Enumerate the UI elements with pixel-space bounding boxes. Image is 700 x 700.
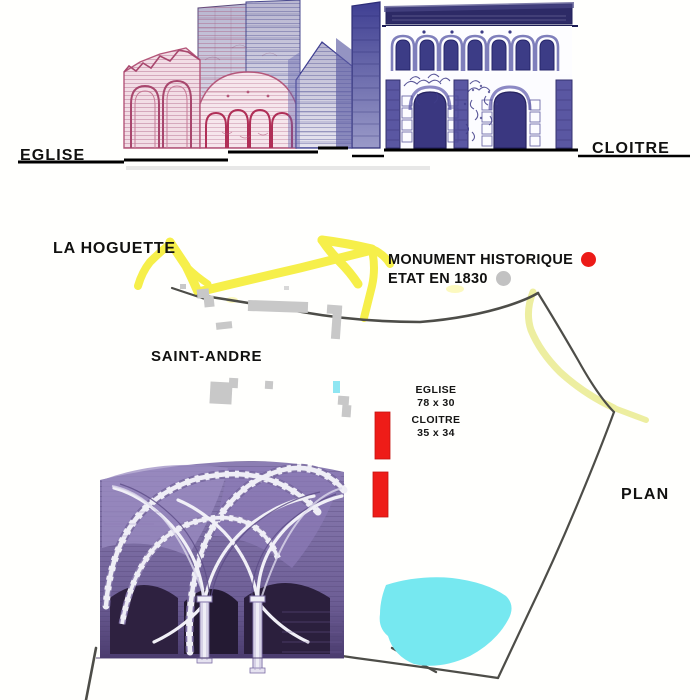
footprint-label-cloitre: CLOITRE 35 x 34: [393, 414, 479, 440]
legend-row-monument-historique: MONUMENT HISTORIQUE: [388, 250, 597, 269]
footprint-dimensions-eglise: 78 x 30: [417, 397, 455, 409]
footprint-label-eglise: EGLISE 78 x 30: [393, 384, 479, 410]
building-footprints: [180, 284, 352, 418]
label-plan: PLAN: [621, 486, 670, 503]
label-elevation-cloitre: CLOITRE: [592, 140, 670, 157]
legend-label-etat-1830: ETAT EN 1830: [388, 270, 488, 287]
label-elevation-eglise: EGLISE: [20, 147, 86, 164]
church-ruin-elevation: [123, 0, 381, 149]
label-la-hoguette: LA HOGUETTE: [53, 240, 176, 257]
water-features: [333, 381, 512, 666]
map-legend: MONUMENT HISTORIQUE ETAT EN 1830: [388, 250, 597, 288]
road-network: [134, 235, 649, 423]
legend-row-etat-1830: ETAT EN 1830: [388, 269, 596, 288]
legend-red-dot-icon: [581, 252, 597, 267]
monument-footprints: [372, 411, 391, 518]
cloister-elevation: [382, 2, 578, 149]
footprint-name-eglise: EGLISE: [415, 384, 457, 396]
footprint-eglise: [374, 411, 391, 460]
cloister-upper-windows: [390, 30, 560, 71]
legend-label-monument-historique: MONUMENT HISTORIQUE: [388, 251, 574, 268]
footprint-dimensions-cloitre: 35 x 34: [417, 427, 455, 439]
vault-columns: [196, 595, 266, 674]
footprint-cloitre: [372, 471, 389, 518]
footprint-name-cloitre: CLOITRE: [411, 414, 461, 426]
label-saint-andre: SAINT-ANDRE: [151, 348, 263, 365]
legend-grey-dot-icon: [495, 271, 511, 286]
elevation-ground-lines: [18, 146, 690, 170]
